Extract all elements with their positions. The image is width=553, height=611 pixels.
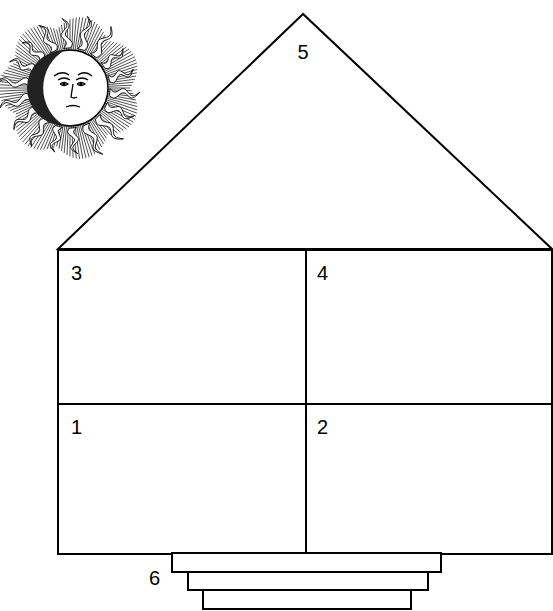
sun-feature: [77, 83, 85, 86]
sun-hatch: [108, 85, 132, 86]
sun-ray: [77, 16, 91, 50]
sun-feature: [66, 106, 80, 108]
stairs-outline: [128, 553, 444, 611]
sun-ray: [95, 114, 123, 139]
room-box: 1: [57, 403, 307, 555]
sun-pupil: [62, 82, 65, 85]
callout-number: 4: [317, 263, 328, 283]
callout-number: 3: [71, 263, 82, 283]
stair-step: [203, 590, 411, 609]
sun-ray: [91, 26, 113, 57]
sun-ray: [0, 93, 32, 108]
sun-ray: [68, 128, 79, 154]
sun-feature: [58, 78, 70, 80]
stair-step: [188, 572, 428, 590]
room-box: 4: [305, 249, 553, 405]
sun-ray: [101, 49, 123, 69]
callout-number: 6: [149, 568, 160, 588]
sun-hatch: [61, 126, 64, 151]
sun-ray: [30, 118, 50, 146]
room-box: 3: [57, 249, 307, 405]
roof-line: [58, 14, 552, 249]
callout-number: 5: [297, 42, 308, 62]
sun-group: [0, 16, 140, 159]
sun-feature: [60, 83, 68, 86]
stairs: 6: [128, 553, 444, 611]
sun-ray: [105, 102, 135, 119]
sun-ray: [61, 19, 72, 49]
sun-shadow: [27, 50, 65, 126]
room-box: 2: [305, 403, 553, 555]
sun-illustration: [0, 0, 150, 180]
sun-hatch: [108, 88, 130, 89]
roof-triangle: 5: [57, 12, 553, 251]
sun-ray: [39, 25, 58, 53]
sun-ray: [109, 89, 139, 99]
sun-feature: [76, 78, 88, 80]
sun-ray: [83, 123, 103, 154]
stair-step: [172, 553, 441, 572]
sun-pupil: [79, 82, 82, 85]
sun-feature: [78, 73, 92, 76]
sun-ray: [50, 126, 62, 153]
callout-number: 1: [71, 417, 82, 437]
sun-feature: [54, 73, 69, 76]
sun-feature: [71, 84, 77, 98]
callout-number: 2: [317, 417, 328, 437]
sun-ray: [0, 78, 31, 88]
sun-ray: [108, 69, 133, 83]
